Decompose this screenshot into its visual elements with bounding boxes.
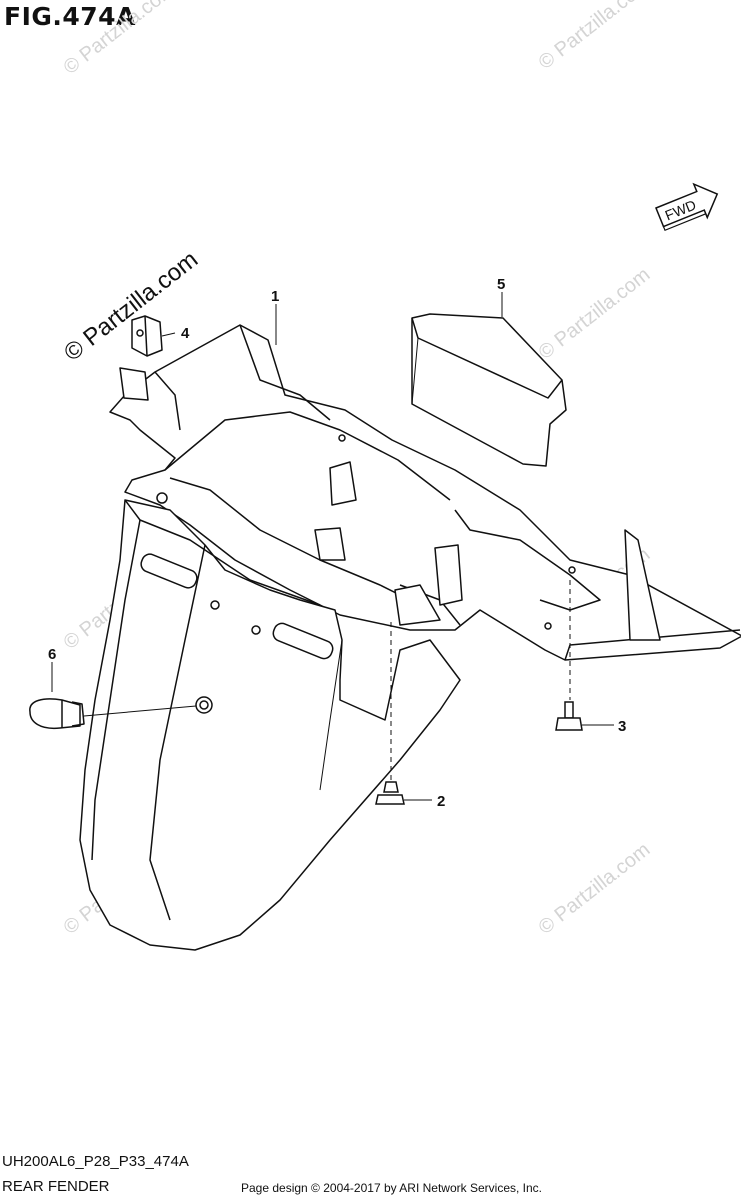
part-3-bolt (555, 701, 583, 731)
figure-title: FIG.474A (4, 2, 136, 31)
callout-1: 1 (271, 288, 279, 305)
copyright-text: Page design © 2004-2017 by ARI Network S… (241, 1181, 543, 1195)
callout-2: 2 (437, 793, 445, 810)
callout-5: 5 (497, 276, 505, 293)
callout-6: 6 (48, 646, 56, 663)
watermark: © Partzilla.com (59, 246, 203, 367)
rear-fender-body (79, 499, 461, 951)
watermark: © Partzilla.com (535, 839, 655, 939)
part-4-clip (131, 315, 163, 357)
fwd-arrow-icon: FWD (655, 182, 719, 232)
watermark: © Partzilla.com (535, 0, 655, 74)
callout-4: 4 (181, 325, 190, 342)
watermark: © Partzilla.com (535, 264, 655, 364)
callout-3: 3 (618, 718, 626, 735)
part-2-rivet (375, 781, 405, 805)
watermark: © Partzilla.com (60, 0, 180, 79)
part-5-pad (411, 313, 567, 467)
callout-labels: 1 2 3 4 5 6 (48, 276, 626, 810)
figure-name: REAR FENDER (2, 1178, 110, 1195)
leader-lines (51, 292, 614, 801)
figure-code: UH200AL6_P28_P33_474A (2, 1153, 189, 1170)
part-6-bumper (29, 698, 85, 730)
